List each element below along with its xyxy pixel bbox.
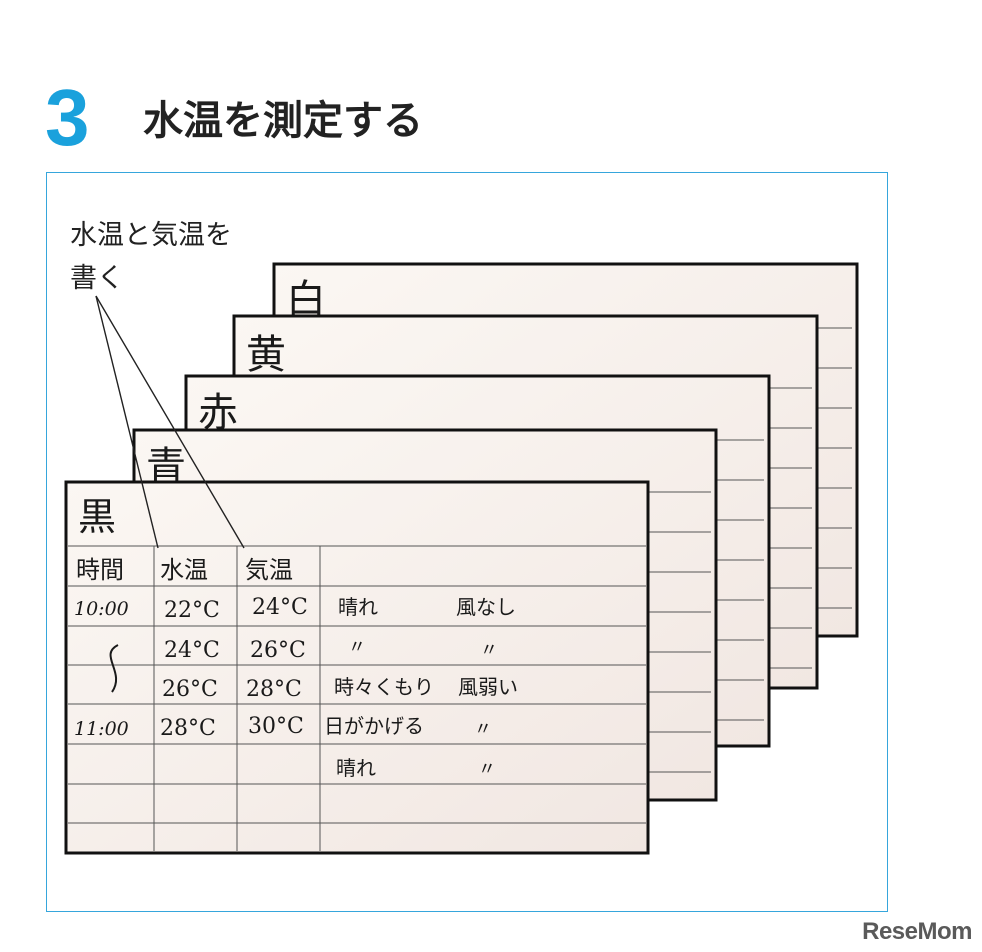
caption-line-1: 水温と気温を [70,220,232,251]
cell-water: 24°C [164,638,220,663]
step-number: 3 [45,73,90,162]
cell-weather: 晴れ [336,756,376,780]
caption: 水温と気温を 書く [70,214,232,300]
table-row-1: 10:00 22°C 24°C 晴れ 風なし [74,595,516,623]
header-water-temp: 水温 [160,556,208,584]
cell-time: 10:00 [74,598,129,620]
card-red-label: 赤 [198,390,238,436]
table-row-4: 11:00 28°C 30°C 日がかげる 〃 [74,714,492,741]
cell-weather: 晴れ [338,595,378,619]
cell-wind: 風なし [456,595,516,619]
cell-weather: 〃 [348,637,366,658]
cell-wind: 〃 [474,719,492,740]
brand-logo: ReseMom [862,918,972,945]
cell-weather: 日がかげる [324,714,424,738]
table-row-3: 26°C 28°C 時々くもり 風弱い [162,675,518,702]
cell-wind: 風弱い [458,675,518,699]
cell-air: 26°C [250,638,306,663]
cell-weather: 時々くもり [334,675,434,699]
header-air-temp: 気温 [245,556,293,584]
table-grid [68,545,646,851]
table-row-5: 晴れ 〃 [336,756,496,780]
cell-water: 26°C [162,677,218,702]
time-range-squiggle [109,644,119,693]
cell-water: 28°C [160,716,216,741]
cell-wind: 〃 [478,759,496,780]
card-yellow-label: 黄 [246,332,286,378]
cell-water: 22°C [164,598,220,623]
card-black-label: 黒 [78,495,116,539]
cell-air: 30°C [248,714,304,739]
card-black: 黒 時間 水温 気温 10:00 22°C 24°C 晴れ 風なし 24°C 2 [64,480,650,855]
caption-pointer-lines [95,295,245,549]
header-time: 時間 [76,556,124,584]
cell-time: 11:00 [74,718,129,740]
step-title: 水温を測定する [143,98,423,144]
cell-air: 28°C [246,677,302,702]
cell-wind: 〃 [480,640,498,661]
illustration-frame [46,172,888,912]
cell-air: 24°C [252,595,308,620]
caption-line-2: 書く [70,263,124,294]
table-row-2: 24°C 26°C 〃 〃 [164,637,498,663]
